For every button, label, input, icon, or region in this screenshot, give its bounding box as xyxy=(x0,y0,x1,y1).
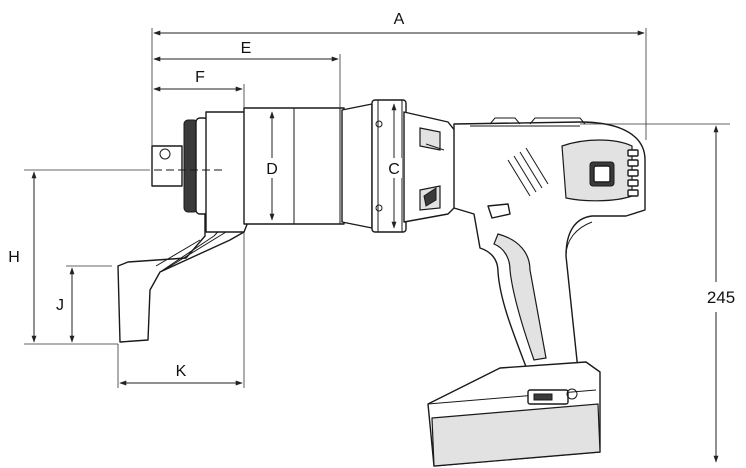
label-d: D xyxy=(266,161,278,178)
gearbox-front xyxy=(205,111,249,233)
tool-illustration xyxy=(117,99,646,467)
label-j: J xyxy=(56,297,64,314)
dimension-lines xyxy=(24,28,730,463)
label-k: K xyxy=(176,363,187,380)
label-height-245: 245 xyxy=(707,288,735,307)
label-a: A xyxy=(394,11,405,28)
label-c: C xyxy=(388,161,400,178)
label-h: H xyxy=(8,249,20,266)
trigger xyxy=(487,203,511,219)
dimension-labels: A E F D C H J K 245 xyxy=(4,8,735,380)
label-f: F xyxy=(195,69,205,86)
label-e: E xyxy=(241,40,252,57)
collar xyxy=(341,103,373,229)
square-drive xyxy=(151,145,183,187)
